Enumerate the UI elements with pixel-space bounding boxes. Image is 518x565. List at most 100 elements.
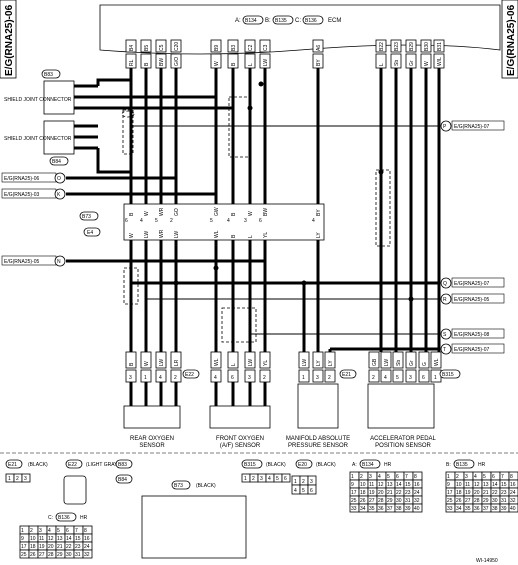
left-side-label: E/G(RNA25)-06 (4, 4, 15, 76)
b134-legend-pin: 8 (414, 474, 417, 480)
b134-legend-pin: 18 (360, 490, 366, 496)
b136-legend-pin: 24 (84, 544, 90, 550)
svg-text:B84: B84 (118, 477, 127, 483)
b134-legend-pin: 30 (396, 498, 402, 504)
ecm-wire-color: W/L (437, 57, 443, 66)
b135-legend-pin: 23 (501, 490, 507, 496)
accel-color: LW (384, 359, 390, 366)
map-pin-box (298, 369, 310, 383)
front-o2-pin: 6 (231, 375, 234, 381)
svg-text:(BLACK): (BLACK) (316, 462, 336, 468)
svg-text:(BLACK): (BLACK) (28, 462, 48, 468)
junction-pin: 6 (125, 218, 128, 224)
ref-p-box (451, 120, 505, 131)
svg-text:A:: A: (235, 18, 241, 24)
map-pin: 3 (316, 375, 319, 381)
right-side-label: E/G(RNA25)-06 (506, 4, 517, 76)
sensor-conn-e22 (182, 369, 200, 379)
b135-legend-pin: 38 (492, 506, 498, 512)
ref-s-text: E/G(RNA25)-08 (454, 332, 490, 338)
ecm-name: ECM (328, 18, 341, 24)
svg-text:E21: E21 (342, 372, 351, 378)
b136-legend-pin: 28 (48, 552, 54, 558)
splice-dot (301, 280, 307, 286)
b136-legend-pin: 17 (21, 544, 27, 550)
b136-legend-pin: 18 (30, 544, 36, 550)
junction-connector-block (123, 203, 325, 241)
ecm-wire-color: Sb (394, 60, 400, 66)
svg-text:B135: B135 (456, 462, 468, 468)
figure-id: WI-14950 (476, 558, 498, 564)
e20-legend-pin: 4 (294, 488, 297, 494)
b136-legend-pin: 26 (30, 552, 36, 558)
front-o2-color-box (244, 351, 256, 369)
ref-k-letter: K (57, 192, 61, 198)
svg-text:B:: B: (446, 462, 451, 468)
svg-text:2: 2 (16, 476, 19, 482)
map-pin-box (312, 369, 324, 383)
b134-legend-pin: 10 (360, 482, 366, 488)
ref-n-text: E/G(RNA25)-05 (4, 259, 40, 265)
right-side-tab (501, 0, 518, 79)
svg-text:B315: B315 (244, 462, 256, 468)
junction-top-color: W (144, 211, 150, 216)
ref-p-letter: P (443, 124, 447, 130)
b136-legend-pin: 29 (57, 552, 63, 558)
rear-o2-pin: 1 (144, 375, 147, 381)
ecm-pin-number: B22 (379, 42, 385, 51)
b135-legend-pin: 6 (492, 474, 495, 480)
b134-legend-pin: 39 (405, 506, 411, 512)
accel-color-box (430, 351, 442, 369)
junction-top-color: B (129, 212, 135, 216)
svg-text:(BLACK): (BLACK) (266, 462, 286, 468)
ecm-wire-color: B (231, 62, 237, 66)
ecm-title: A: B134 B: B135 C: B136 ECM (235, 15, 341, 25)
ecm-pin-box (155, 39, 167, 53)
b135-legend-pin: 8 (510, 474, 513, 480)
ecm-conn-c: B136 (305, 18, 317, 24)
junction-bottom-color: LW (144, 231, 150, 238)
b135-legend-pin: 18 (456, 490, 462, 496)
rear-o2-pin: 3 (129, 375, 132, 381)
shield-connector-b83: B83 SHIELD JOINT CONNECTOR (4, 69, 75, 115)
junction-top-color: BY (316, 209, 322, 216)
legend-b135: B: B135 HR (446, 459, 486, 469)
ecm-pin-box (210, 39, 222, 53)
rear-o2-color-box (140, 351, 152, 369)
ecm-pin-number: B30 (424, 42, 430, 51)
ref-q-text: E/G(RNA25)-07 (454, 281, 490, 287)
accel-color-box (380, 351, 392, 369)
front-o2-color: WL (214, 358, 220, 366)
shield-link (96, 78, 131, 86)
ecm-pin-number: C20 (174, 42, 180, 51)
b136-legend-pin: 3 (39, 528, 42, 534)
b134-legend-pin: 25 (351, 498, 357, 504)
b136-legend-pin: 22 (66, 544, 72, 550)
b135-legend-pin: 2 (456, 474, 459, 480)
ecm-wire-color: G/O (174, 57, 180, 66)
b134-legend-cell (412, 503, 423, 513)
b136-legend-pin: 10 (30, 536, 36, 542)
b135-legend-pin: 1 (447, 474, 450, 480)
junction-bottom-color: YL (263, 232, 269, 238)
svg-text:3: 3 (24, 476, 27, 482)
ecm-pin-number: B29 (409, 42, 415, 51)
svg-text:B83: B83 (118, 462, 127, 468)
ecm-pin-number: B9 (214, 45, 220, 51)
b135-legend-pin: 19 (465, 490, 471, 496)
ref-r-letter: R (443, 297, 447, 303)
ecm-wire-color: L (248, 63, 254, 66)
junction-bottom-color: LY (316, 232, 322, 238)
ecm-pin-number: B23 (394, 42, 400, 51)
b136-legend-pin: 2 (30, 528, 33, 534)
rear-o2-pin: 4 (159, 375, 162, 381)
splice-dot (378, 169, 384, 175)
ecm-pin-number: C5 (159, 44, 165, 51)
b134-legend-pin: 33 (351, 506, 357, 512)
svg-text:HR: HR (478, 462, 486, 468)
b134-legend-pin: 9 (351, 482, 354, 488)
b136-legend-pin: 27 (39, 552, 45, 558)
b315-legend-pin: 3 (260, 476, 263, 482)
b135-legend-pin: 5 (483, 474, 486, 480)
b135-legend-pin: 24 (510, 490, 516, 496)
